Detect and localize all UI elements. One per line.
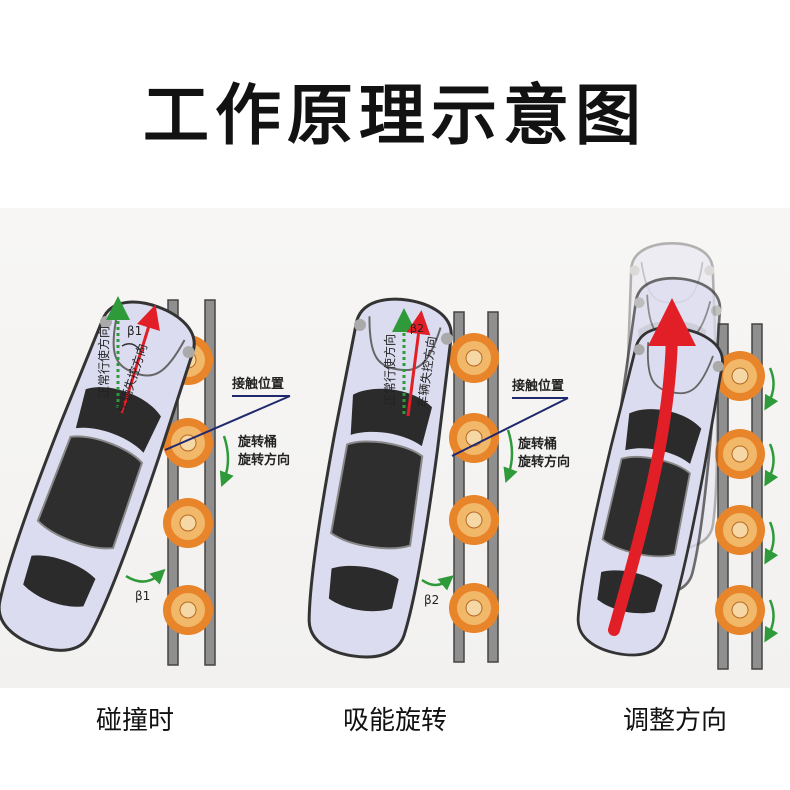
barrel-rotation-arrow: [768, 368, 774, 404]
rotating-barrel: [715, 429, 765, 479]
beta-bottom-label: β2: [424, 593, 439, 607]
rotating-barrel: [449, 413, 499, 463]
barrel-rotation-arrow: [224, 436, 228, 480]
beta-bottom-arc: [422, 580, 448, 585]
caption-energy-absorption: 吸能旋转: [285, 700, 505, 737]
rotating-barrel: [449, 583, 499, 633]
panel-energy-absorption: β2 正常行使方向 车辆失控方向 接触位置 旋转桶 旋转方向 β2: [300, 292, 570, 664]
rotating-barrel: [449, 333, 499, 383]
barrel-rotation-arrow: [768, 522, 774, 558]
panel-collision: β1 正常行使方向 车辆失控方向 接触位置 旋转桶 旋转方向 β1: [0, 289, 290, 665]
barrel-rotation-arrow: [508, 430, 512, 476]
contact-label: 接触位置: [232, 376, 284, 392]
barrel-label: 旋转桶: [237, 434, 277, 450]
normal-direction-label: 正常行使方向: [382, 334, 397, 406]
rotating-barrel: [449, 495, 499, 545]
caption-collision: 碰撞时: [25, 700, 245, 737]
beta-top-label: β2: [410, 322, 424, 335]
beta-bottom-arc: [126, 574, 160, 582]
rotating-barrel: [163, 585, 213, 635]
diagram-scene: β1 正常行使方向 车辆失控方向 接触位置 旋转桶 旋转方向 β1 β2 正常行…: [0, 208, 790, 688]
beta-top-label: β1: [127, 324, 142, 338]
beta-bottom-label: β1: [135, 589, 150, 603]
caption-direction-adjustment: 调整方向: [565, 700, 785, 737]
rotating-barrel: [163, 498, 213, 548]
barrel-direction-label: 旋转方向: [237, 452, 290, 468]
contact-label: 接触位置: [512, 378, 564, 394]
page-title: 工作原理示意图: [0, 62, 790, 158]
rotating-barrel: [715, 505, 765, 555]
barrel-direction-label: 旋转方向: [517, 454, 570, 470]
barrel-rotation-arrow: [768, 600, 774, 636]
normal-direction-label: 正常行使方向: [96, 326, 111, 398]
panel-direction-adjustment: [568, 243, 773, 669]
barrel-rotation-arrow: [768, 444, 774, 480]
barrel-label: 旋转桶: [517, 436, 557, 452]
rotating-barrel: [715, 585, 765, 635]
